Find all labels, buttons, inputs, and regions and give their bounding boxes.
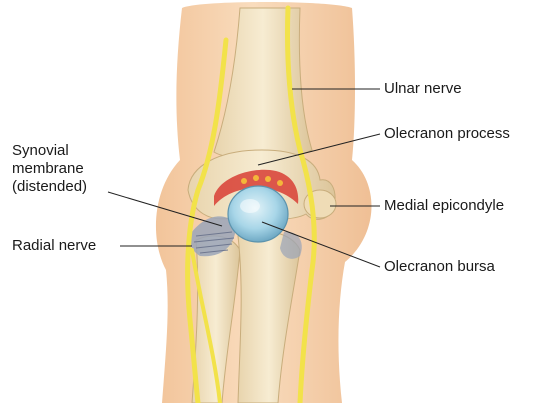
olecranon-bursa-shape — [228, 186, 288, 242]
label-synovial-membrane: Synovial membrane (distended) — [12, 142, 87, 196]
label-radial-nerve: Radial nerve — [12, 237, 96, 255]
label-olecranon-bursa: Olecranon bursa — [384, 258, 495, 276]
label-ulnar-nerve: Ulnar nerve — [384, 80, 462, 98]
label-olecranon-process: Olecranon process — [384, 125, 510, 143]
label-medial-epicondyle: Medial epicondyle — [384, 197, 504, 215]
